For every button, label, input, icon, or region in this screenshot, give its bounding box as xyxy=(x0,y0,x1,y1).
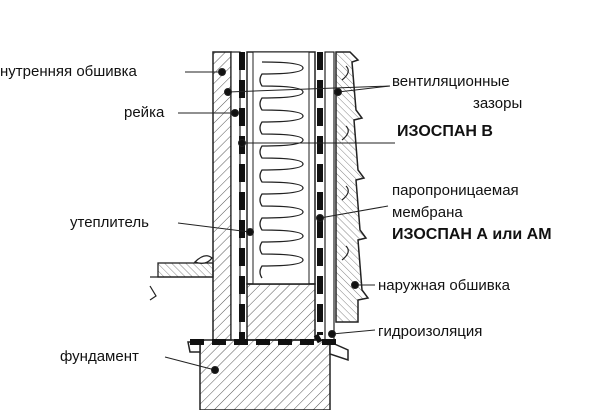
counter-batten xyxy=(324,51,335,341)
insulation-zigzag xyxy=(259,61,304,279)
label-inner-sheathing: нутренняя обшивка xyxy=(0,63,138,80)
bottom-plate xyxy=(246,283,316,341)
label-foundation: фундамент xyxy=(60,348,139,365)
outer-sheathing xyxy=(335,51,370,323)
label-vent-gaps-1: вентиляционные xyxy=(392,73,510,90)
label-insulation: утеплитель xyxy=(70,214,149,231)
floor-slab xyxy=(149,255,214,301)
label-waterproofing: гидроизоляция xyxy=(378,323,482,340)
label-membrane-1: паропроницаемая xyxy=(392,182,519,199)
label-isospan-b: ИЗОСПАН В xyxy=(397,123,493,140)
label-membrane-2: мембрана xyxy=(392,204,463,221)
leader-lines xyxy=(164,68,395,374)
foundation xyxy=(187,339,349,411)
label-outer-sheathing: наружная обшивка xyxy=(378,277,511,294)
label-vent-gaps-2: зазоры xyxy=(473,95,522,112)
waterproofing xyxy=(190,333,340,345)
batten xyxy=(230,51,241,341)
label-isospan-a-am: ИЗОСПАН А или АМ xyxy=(392,226,552,243)
label-batten: рейка xyxy=(124,104,165,121)
insulation-cavity xyxy=(246,51,316,285)
